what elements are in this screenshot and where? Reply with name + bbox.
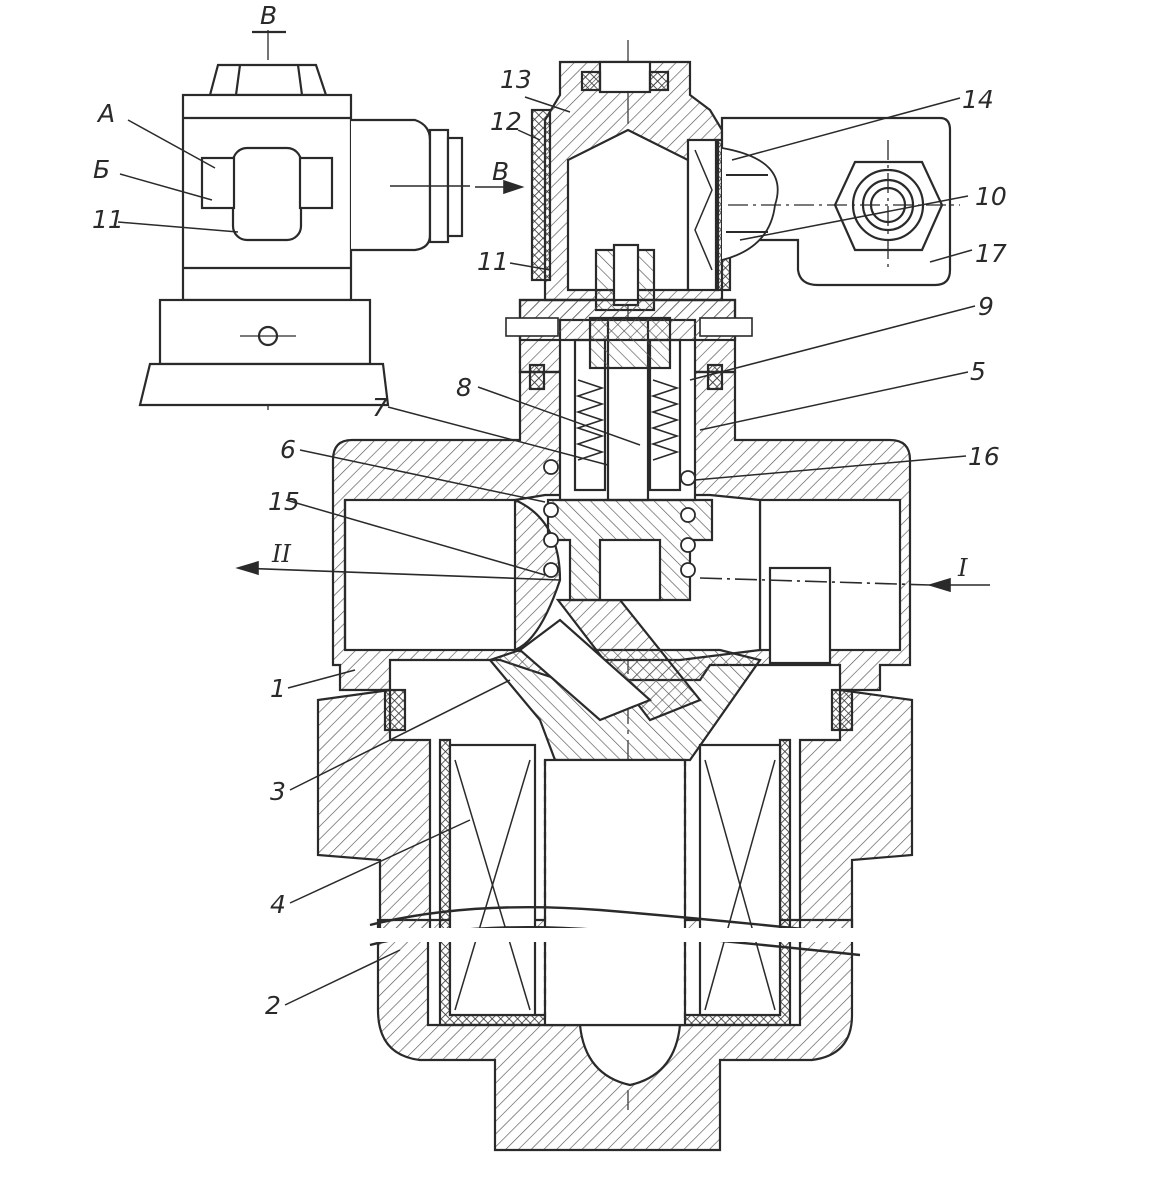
side-window: [231, 146, 303, 242]
left-flange: [316, 688, 432, 932]
label-view-arrow: B: [492, 157, 509, 186]
side-leaders: [117, 119, 239, 233]
label-12: 12: [490, 107, 522, 136]
label-flow-in: I: [957, 554, 968, 582]
left-seal: [383, 688, 407, 732]
inlet-arrowhead: [927, 577, 951, 593]
label-5: 5: [970, 357, 986, 386]
break-line-top: [369, 905, 861, 937]
right-seal: [830, 688, 854, 732]
label-9: 9: [978, 292, 994, 321]
outlet-arrowhead: [235, 560, 259, 576]
label-b: Б: [93, 155, 110, 184]
right-flange: [798, 688, 914, 932]
view-arrowhead: [503, 179, 525, 195]
seal-balls: [543, 459, 696, 578]
label-6: 6: [280, 435, 296, 464]
label-11: 11: [477, 247, 509, 276]
label-7: 7: [372, 393, 388, 422]
side-flange: [138, 362, 390, 407]
side-view: [138, 30, 470, 410]
label-4: 4: [270, 890, 286, 919]
side-hex-nut: [208, 63, 328, 97]
label-2: 2: [265, 991, 281, 1020]
label-13: 13: [500, 65, 532, 94]
leader-lines: [284, 96, 976, 1006]
labels: B A Б 11 B 13 12 11 14 10 17 9 5 16 8 7 …: [92, 1, 1007, 1020]
flow-arrows: [235, 179, 990, 593]
label-1: 1: [270, 674, 286, 703]
label-flow-out: II: [271, 540, 291, 568]
spring-left: [575, 379, 605, 461]
label-10: 10: [975, 182, 1007, 211]
label-14: 14: [962, 85, 994, 114]
central-tube: [543, 758, 687, 1027]
label-3: 3: [270, 777, 286, 806]
coil-left: [530, 108, 552, 282]
label-side-11: 11: [92, 205, 124, 234]
label-15: 15: [268, 487, 300, 516]
side-plug: [351, 118, 432, 252]
label-view-letter: B: [260, 1, 277, 30]
label-a: A: [96, 99, 115, 128]
label-8: 8: [456, 373, 472, 402]
spring-right: [650, 379, 680, 461]
label-17: 17: [975, 239, 1007, 268]
label-16: 16: [968, 442, 1000, 471]
